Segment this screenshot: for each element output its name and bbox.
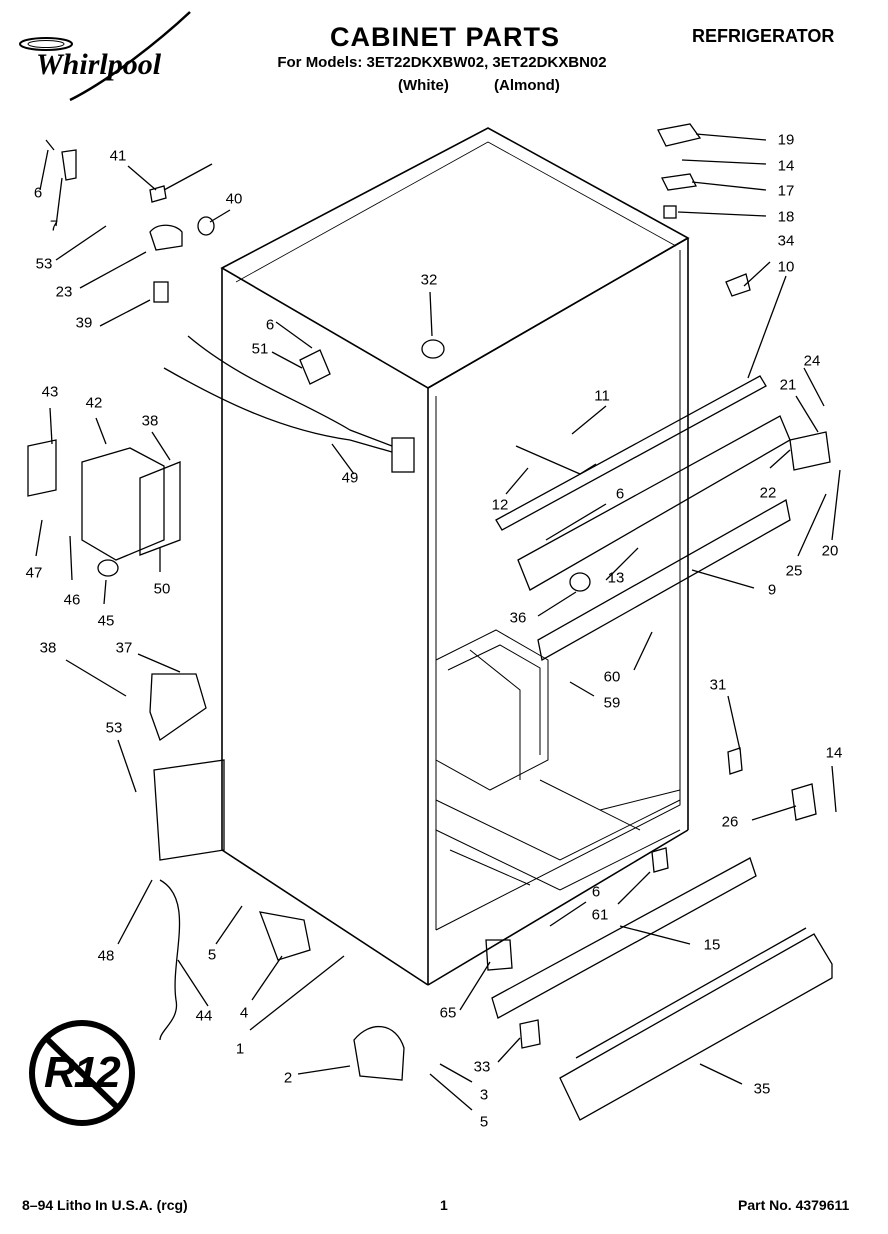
callout-14: 14 [825,744,843,762]
callout-61: 61 [591,906,609,924]
callout-41: 41 [109,147,127,165]
callout-53: 53 [105,719,123,737]
variant-white: (White) [398,77,449,94]
callout-48: 48 [97,947,115,965]
callout-5: 5 [207,946,217,964]
cabinet-interior [435,629,681,891]
parts-right [495,123,831,821]
callout-46: 46 [63,591,81,609]
callout-19: 19 [777,131,795,149]
callout-23: 23 [55,283,73,301]
callout-21: 21 [779,376,797,394]
callout-12: 12 [491,496,509,514]
callout-4: 4 [239,1004,249,1022]
callout-44: 44 [195,1007,213,1025]
variant-almond: (Almond) [494,77,560,94]
callout-65: 65 [439,1004,457,1022]
category-label: REFRIGERATOR [692,26,835,46]
callout-34: 34 [777,232,795,250]
callout-37: 37 [115,639,133,657]
leader-lines [35,133,841,1111]
footer-page-number: 1 [440,1197,448,1213]
callout-59: 59 [603,694,621,712]
callout-6: 6 [615,485,625,503]
callout-2: 2 [283,1069,293,1087]
r12-badge-text: R12 [44,1048,121,1097]
callout-22: 22 [759,484,777,502]
callout-17: 17 [777,182,795,200]
callout-45: 45 [97,612,115,630]
footer-part-number: Part No. 4379611 [738,1197,850,1213]
callout-24: 24 [803,352,821,370]
callout-60: 60 [603,668,621,686]
callout-43: 43 [41,383,59,401]
callout-33: 33 [473,1058,491,1076]
callout-1: 1 [235,1040,245,1058]
callout-5: 5 [479,1113,489,1131]
callout-51: 51 [251,340,269,358]
callout-11: 11 [594,387,610,405]
callout-50: 50 [153,580,171,598]
callout-7: 7 [49,217,59,235]
brand-logo: Whirlpool [36,48,162,81]
callout-13: 13 [607,569,625,587]
callout-3: 3 [479,1086,489,1104]
callout-25: 25 [785,562,803,580]
callout-9: 9 [767,581,777,599]
parts-left [27,139,405,1081]
callout-40: 40 [225,190,243,208]
models-line: For Models: 3ET22DKXBW02, 3ET22DKXBN02 [277,54,607,71]
callout-6: 6 [33,184,43,202]
callout-47: 47 [25,564,43,582]
callout-31: 31 [709,676,727,694]
callout-20: 20 [821,542,839,560]
callout-53: 53 [35,255,53,273]
callout-39: 39 [75,314,93,332]
callout-38: 38 [39,639,57,657]
callout-35: 35 [753,1080,771,1098]
parts-bottom [485,847,833,1121]
footer-litho: 8–94 Litho In U.S.A. (rcg) [22,1197,188,1213]
whirlpool-logo-swoosh [19,11,191,102]
callout-32: 32 [420,271,438,289]
cabinet-body [220,127,690,986]
wiring-harness [163,335,445,473]
callout-18: 18 [777,208,795,226]
callout-49: 49 [341,469,359,487]
callout-26: 26 [721,813,739,831]
callout-6: 6 [265,316,275,334]
callout-10: 10 [777,258,795,276]
callout-15: 15 [703,936,721,954]
callout-38: 38 [141,412,159,430]
callout-14: 14 [777,157,795,175]
page-title: CABINET PARTS [329,22,560,52]
callout-42: 42 [85,394,103,412]
callout-6: 6 [591,883,601,901]
callout-36: 36 [509,609,527,627]
r12-badge [29,1020,135,1126]
